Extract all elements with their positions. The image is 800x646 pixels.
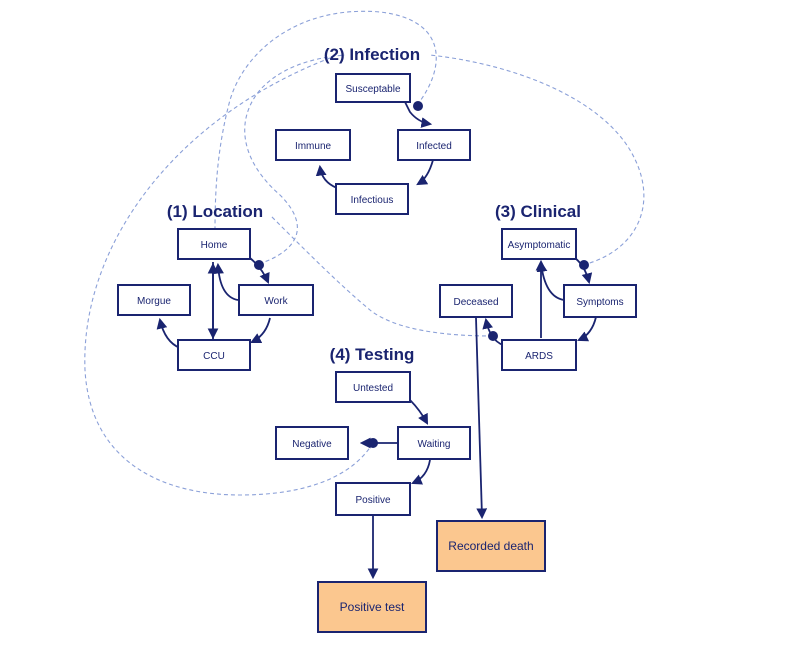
section-title-infection: (2) Infection (324, 45, 420, 64)
dashed-link-work-infection (244, 54, 346, 265)
edge-untested-waiting (409, 399, 429, 425)
outcome-recorded-death-label: Recorded death (448, 539, 533, 553)
state-waiting-label: Waiting (418, 439, 451, 450)
trigger-knobs (254, 101, 589, 448)
dashed-link-susceptable-location (214, 10, 437, 231)
dashed-link-ards-location (269, 214, 494, 337)
dashed-link-asymptomatic-infection (429, 54, 645, 266)
knob-clinical (579, 260, 589, 270)
state-deceased-label: Deceased (453, 297, 498, 308)
state-symptoms-label: Symptoms (576, 297, 623, 308)
state-infectious-label: Infectious (351, 195, 394, 206)
state-untested-label: Untested (353, 383, 393, 394)
state-infected-label: Infected (416, 141, 452, 152)
knob-infection (413, 101, 423, 111)
knob-death (488, 331, 498, 341)
state-symptoms: Symptoms (563, 284, 637, 318)
dependency-links (84, 10, 645, 496)
state-positive: Positive (335, 482, 411, 516)
edge-susceptable-infected (404, 101, 433, 128)
state-infectious: Infectious (335, 183, 409, 215)
edge-symptoms-ards (577, 316, 597, 342)
state-untested: Untested (335, 371, 411, 403)
state-asymptomatic-label: Asymptomatic (508, 240, 571, 251)
state-negative-label: Negative (292, 439, 332, 450)
edge-deceased-to-recorded (475, 317, 488, 520)
edge-infected-infectious (416, 159, 434, 186)
state-immune-label: Immune (295, 141, 332, 152)
state-ccu-label: CCU (203, 351, 225, 362)
state-ccu: CCU (177, 339, 251, 371)
knob-location (254, 260, 264, 270)
outcome-recorded-death: Recorded death (436, 520, 546, 572)
state-work: Work (238, 284, 314, 316)
state-negative: Negative (275, 426, 349, 460)
state-positive-label: Positive (355, 495, 390, 506)
state-ards-label: ARDS (525, 351, 553, 362)
state-asymptomatic: Asymptomatic (501, 228, 577, 260)
state-susceptable-label: Susceptable (345, 84, 400, 95)
outcome-positive-test-label: Positive test (340, 600, 405, 614)
section-title-testing: (4) Testing (330, 345, 415, 364)
edge-waiting-positive (411, 459, 431, 485)
knob-testing (368, 438, 378, 448)
state-susceptable: Susceptable (335, 73, 411, 103)
section-title-clinical: (3) Clinical (495, 202, 581, 221)
state-ards: ARDS (501, 339, 577, 371)
state-immune: Immune (275, 129, 351, 161)
section-title-location: (1) Location (167, 202, 263, 221)
state-morgue-label: Morgue (137, 296, 171, 307)
state-work-label: Work (264, 296, 288, 307)
state-waiting: Waiting (397, 426, 471, 460)
state-deceased: Deceased (439, 284, 513, 318)
state-infected: Infected (397, 129, 471, 161)
state-morgue: Morgue (117, 284, 191, 316)
edge-infectious-immune (315, 164, 338, 189)
state-home-label: Home (201, 240, 228, 251)
state-home: Home (177, 228, 251, 260)
edge-work-ccu (250, 317, 271, 343)
dashed-link-waiting-infection (84, 57, 374, 496)
edge-symptoms-asymptomatic (536, 260, 565, 301)
edge-work-home (213, 262, 239, 301)
outcome-positive-test: Positive test (317, 581, 427, 633)
